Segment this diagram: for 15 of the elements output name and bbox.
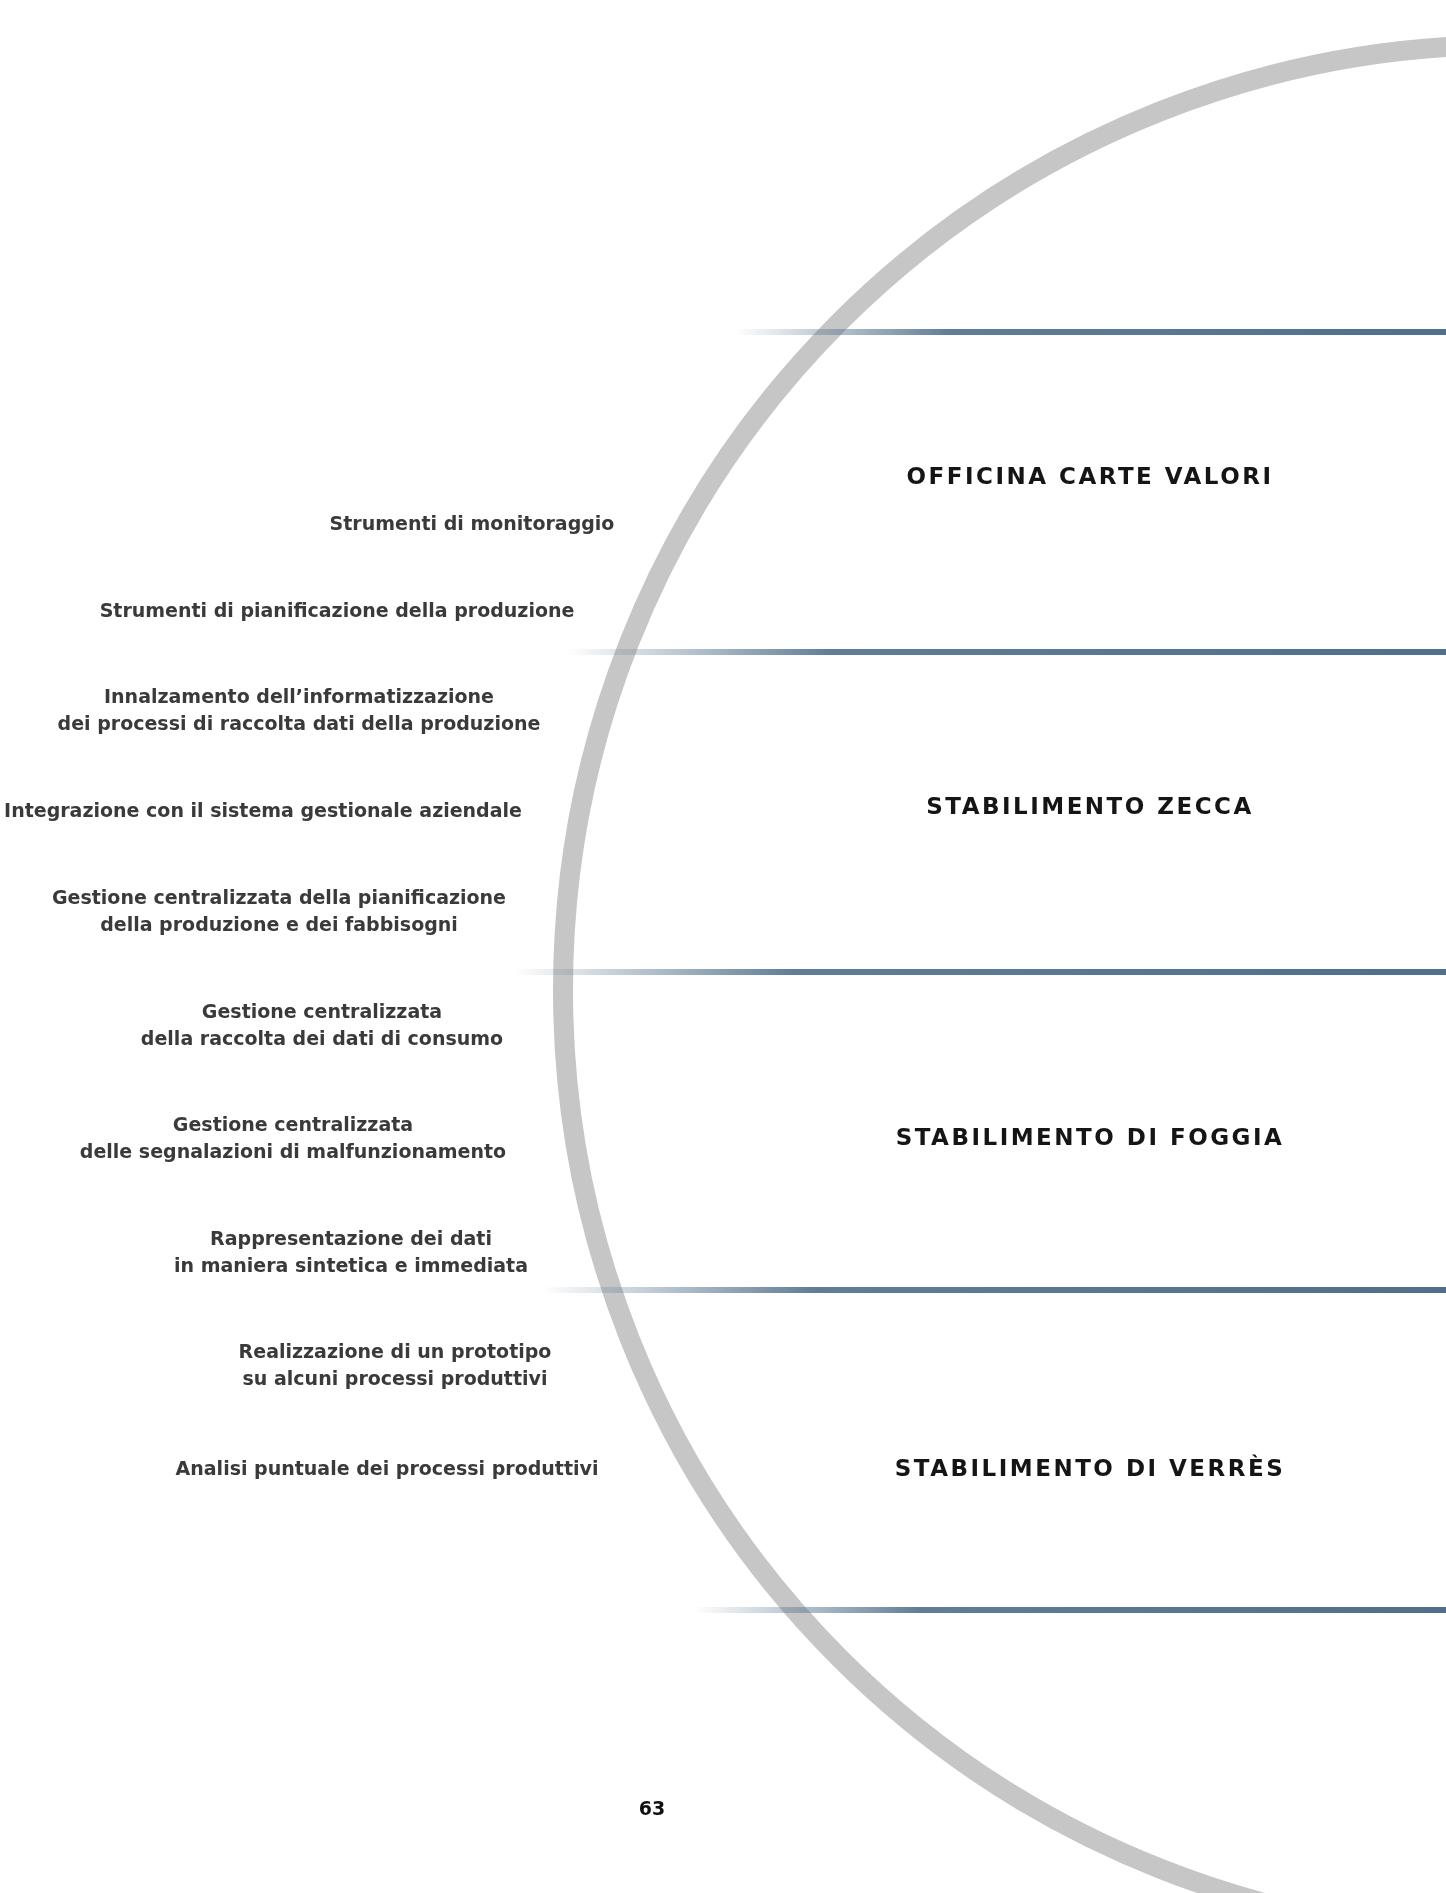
feature-text: Innalzamento dell’informatizzazione dei processi di raccolta dati della produzione	[57, 684, 541, 736]
feature-text: Analisi puntuale dei processi produttivi	[175, 1455, 599, 1481]
feature-text: Gestione centralizzata delle segnalazioni di malfunzionamento	[79, 1112, 507, 1164]
section-title: OFFICINA CARTE VALORI	[906, 463, 1274, 489]
section-title: STABILIMENTO DI FOGGIA	[895, 1124, 1285, 1150]
page-number: 63	[638, 1795, 666, 1821]
feature-text: Gestione centralizzata della raccolta dei dati di consumo	[140, 999, 504, 1051]
section-title: STABILIMENTO DI VERRÈS	[894, 1455, 1286, 1481]
feature-text: Realizzazione di un prototipo su alcuni processi produttivi	[238, 1339, 552, 1391]
feature-text: Integrazione con il sistema gestionale aziendale	[4, 797, 522, 823]
section-title: STABILIMENTO ZECCA	[926, 793, 1254, 819]
feature-text: Strumenti di pianificazione della produzione	[99, 597, 575, 623]
feature-text: Rappresentazione dei dati in maniera sintetica e immediata	[174, 1226, 528, 1278]
feature-text: Strumenti di monitoraggio	[329, 510, 615, 536]
feature-text: Gestione centralizzata della pianificazione della produzione e dei fabbisogni	[52, 885, 506, 937]
